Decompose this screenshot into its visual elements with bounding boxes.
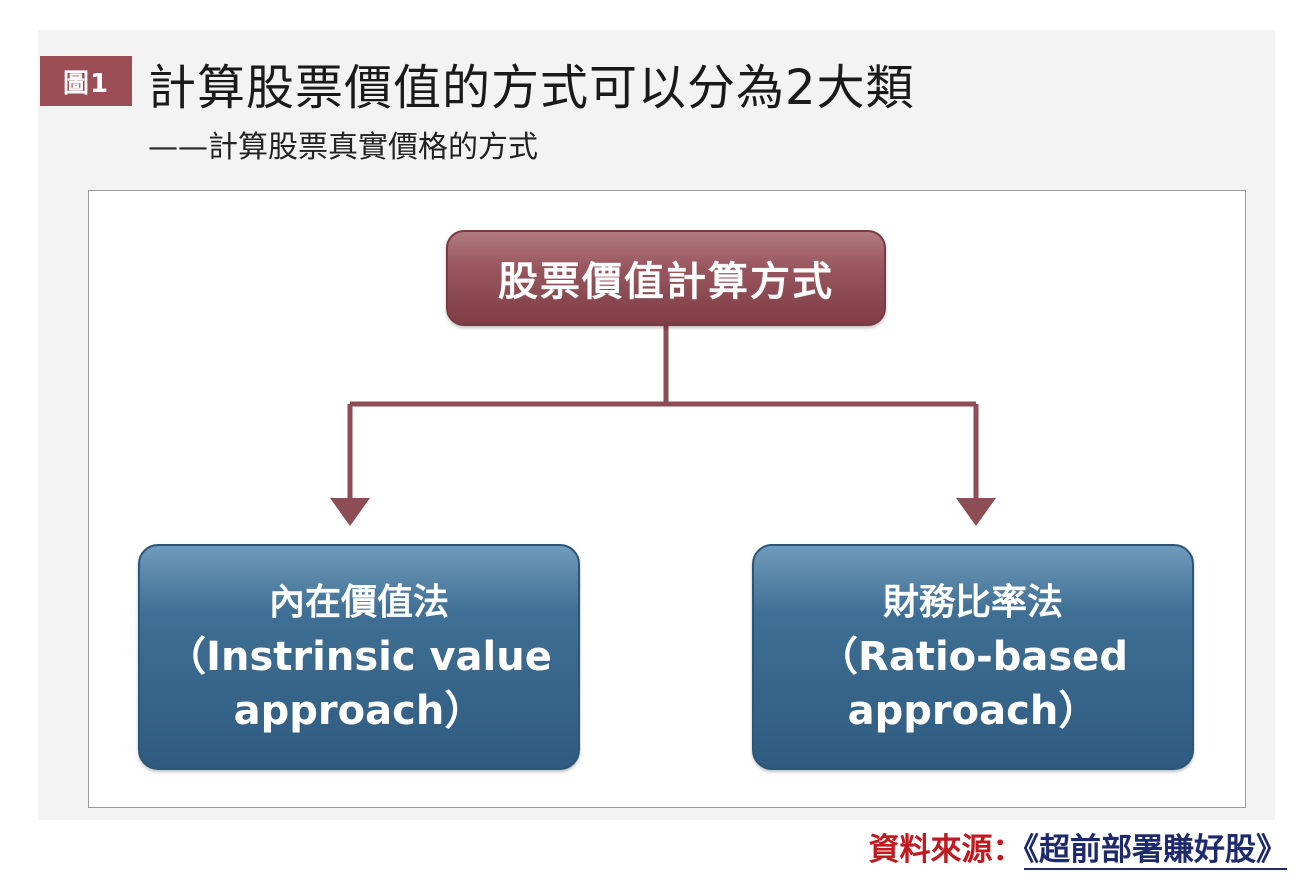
node-title: 財務比率法: [882, 582, 1063, 623]
node-english-line-2: approach）: [847, 688, 1099, 734]
node-english-line-1: （Instrinsic value: [166, 634, 552, 680]
source-credit: 資料來源：《超前部署賺好股》: [868, 824, 1287, 870]
node-title: 內在價值法: [268, 582, 449, 623]
figure-number-badge: 圖1: [40, 56, 132, 106]
source-label: 資料來源：: [868, 832, 1024, 868]
root-node: 股票價值計算方式: [446, 230, 886, 326]
ratio-based-node: 財務比率法 （Ratio-based approach）: [752, 544, 1194, 770]
node-english-line-1: （Ratio-based: [818, 634, 1128, 680]
source-book-link[interactable]: 《超前部署賺好股》: [1023, 832, 1287, 870]
intrinsic-value-node: 內在價值法 （Instrinsic value approach）: [138, 544, 580, 770]
node-english-line-2: approach）: [233, 688, 485, 734]
right-arrowhead-icon: [956, 498, 996, 526]
figure-title: 計算股票價值的方式可以分為2大類: [148, 60, 915, 116]
left-arrowhead-icon: [330, 498, 370, 526]
figure-subtitle: ——計算股票真實價格的方式: [148, 130, 538, 165]
